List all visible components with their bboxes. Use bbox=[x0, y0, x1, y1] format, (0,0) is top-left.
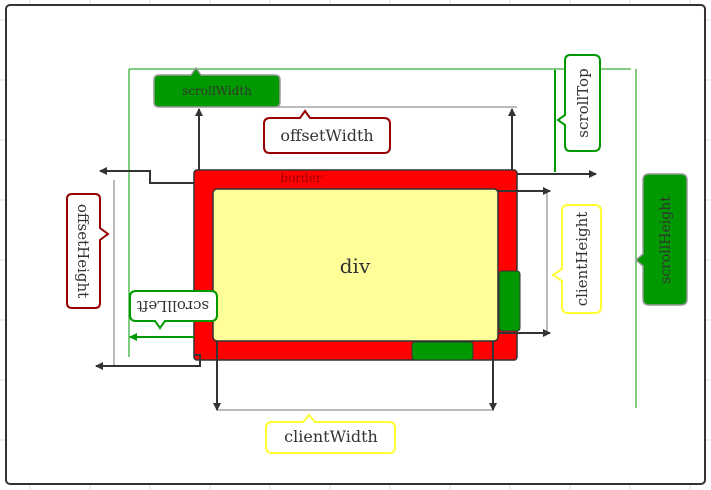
scrolltop-callout: scrollTop bbox=[556, 54, 601, 152]
offsetwidth-callout: offsetWidth bbox=[263, 109, 391, 154]
vertical-scrollbar[interactable] bbox=[498, 270, 521, 332]
scrollheight-label: scrollHeight bbox=[658, 196, 674, 284]
div-label: div bbox=[340, 254, 371, 278]
offsetwidth-label: offsetWidth bbox=[280, 126, 373, 145]
scrollwidth-label: scrollWidth bbox=[182, 84, 252, 98]
border-label: border bbox=[280, 171, 321, 185]
horizontal-scrollbar[interactable] bbox=[411, 341, 474, 361]
scroll-arrows bbox=[129, 70, 556, 341]
clientwidth-callout: clientWidth bbox=[265, 413, 396, 454]
scrollleft-label: scrollLeft bbox=[137, 297, 209, 315]
clientwidth-label: clientWidth bbox=[284, 427, 378, 446]
clientheight-callout: clientHeight bbox=[551, 204, 602, 314]
dimension-arrows bbox=[95, 108, 597, 411]
scrollleft-callout: scrollLeft bbox=[129, 290, 218, 330]
scrollheight-callout: scrollHeight bbox=[634, 173, 688, 306]
offsetheight-label: offsetHeight bbox=[74, 204, 92, 298]
content-box bbox=[212, 188, 499, 342]
clientheight-label: clientHeight bbox=[573, 212, 591, 307]
scrollwidth-callout: scrollWidth bbox=[153, 66, 281, 108]
offsetheight-callout: offsetHeight bbox=[66, 193, 110, 309]
scrolltop-label: scrollTop bbox=[574, 68, 592, 137]
